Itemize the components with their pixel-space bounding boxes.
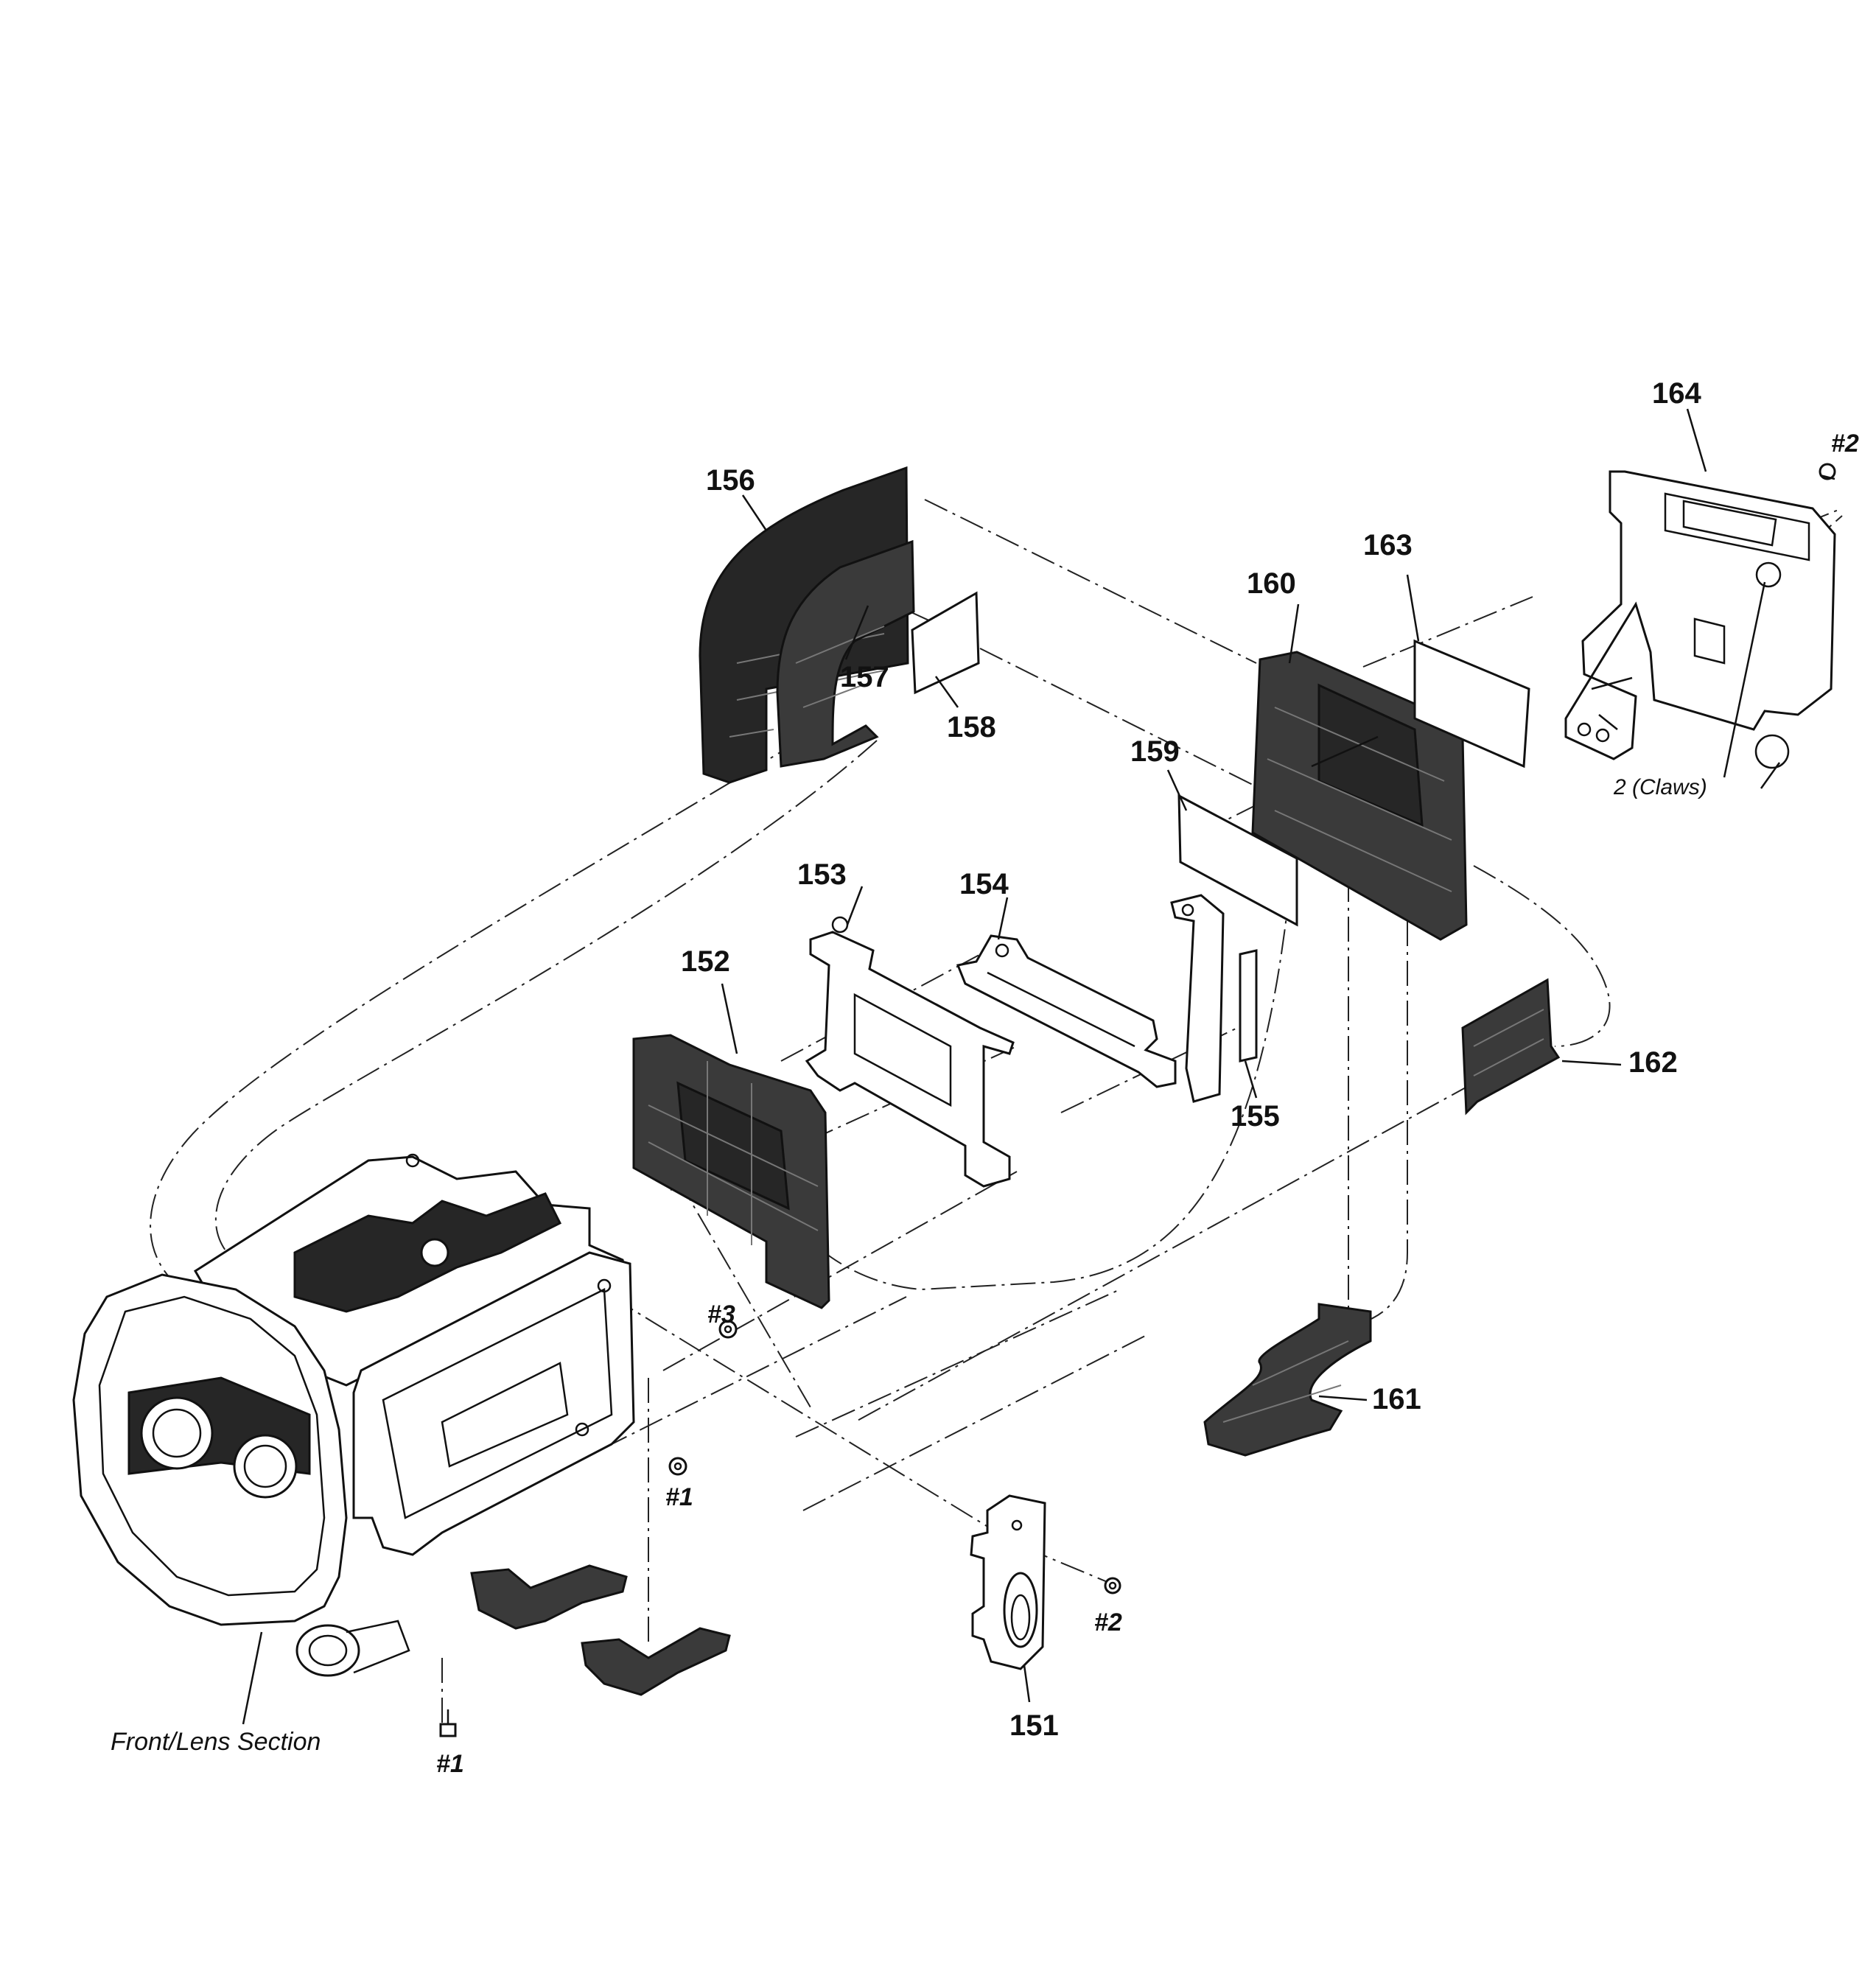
label-screw-2-lower: #2	[1094, 1608, 1122, 1636]
screw-3	[718, 1320, 738, 1339]
label-151: 151	[1009, 1709, 1059, 1742]
part-153-bracket	[805, 916, 1015, 1188]
part-162-flex-cable	[1461, 978, 1561, 1116]
screw-2-top	[1819, 463, 1836, 480]
label-screw-3: #3	[707, 1300, 735, 1328]
part-151-bracket	[970, 1494, 1046, 1670]
label-screw-2-top: #2	[1831, 430, 1859, 458]
part-157-flex-cable	[776, 539, 915, 768]
part-154-bracket	[956, 934, 1177, 1088]
assembly-guide-lines	[150, 489, 1843, 1724]
label-claws: 2 (Claws)	[1613, 775, 1707, 799]
part-155-bracket	[1170, 894, 1258, 1103]
label-158: 158	[947, 711, 996, 743]
screw-2-lower	[1104, 1577, 1121, 1594]
part-158-sheet	[911, 591, 980, 695]
label-152: 152	[681, 945, 730, 978]
label-160: 160	[1247, 567, 1296, 600]
label-162: 162	[1628, 1046, 1678, 1079]
part-163-sheet	[1413, 639, 1530, 769]
part-labels: 156 157 158 160 163 164 159 153 154 152 …	[681, 377, 1701, 1742]
screw-1-side	[668, 1457, 687, 1476]
lower-flex-cables	[470, 1564, 731, 1696]
claws-leaders	[1723, 581, 1766, 778]
label-screw-1-bottom: #1	[436, 1750, 464, 1778]
part-159-sheet	[1177, 794, 1298, 927]
label-155: 155	[1231, 1100, 1280, 1132]
screw-labels: #2 #3 #1 #2 #1	[436, 430, 1859, 1778]
leader-lines	[242, 408, 1781, 1725]
part-164-frame-bracket	[1564, 470, 1836, 769]
label-157: 157	[840, 661, 889, 693]
label-screw-1-side: #1	[665, 1483, 693, 1511]
label-front-lens-section: Front/Lens Section	[111, 1728, 321, 1756]
note-labels: 2 (Claws) Front/Lens Section	[111, 775, 1707, 1756]
screw-1-bottom	[439, 1709, 457, 1737]
label-153: 153	[797, 858, 847, 891]
label-154: 154	[959, 868, 1009, 900]
label-156: 156	[706, 464, 755, 497]
part-152-block	[632, 1034, 830, 1309]
label-164: 164	[1652, 377, 1701, 410]
part-161-flex-cable	[1203, 1303, 1372, 1457]
label-163: 163	[1363, 529, 1413, 561]
label-161: 161	[1372, 1383, 1421, 1415]
label-159: 159	[1130, 735, 1180, 768]
part-160-main-board	[1251, 651, 1468, 941]
front-lens-section-assembly	[72, 1153, 635, 1677]
